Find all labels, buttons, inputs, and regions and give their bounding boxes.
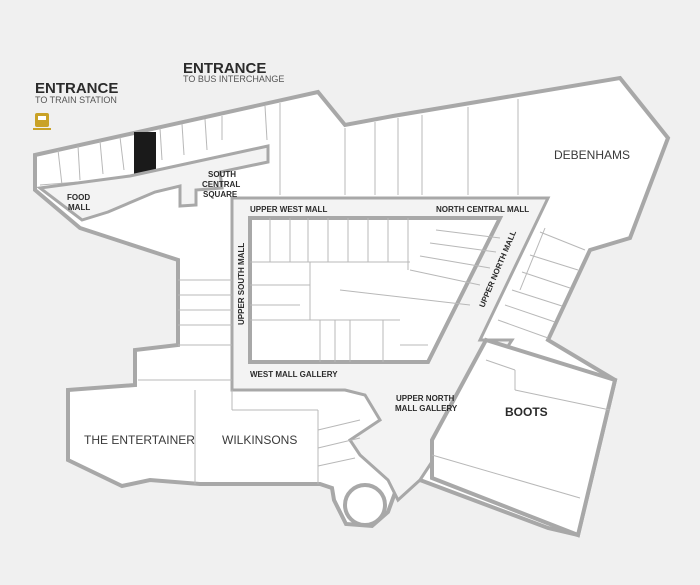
north-units [39, 99, 519, 195]
rotunda [343, 483, 387, 527]
west-mall-gallery-label: WEST MALL GALLERY [250, 370, 338, 379]
boots-block [430, 337, 618, 538]
food-mall-corridor [36, 144, 270, 222]
boots-label[interactable]: BOOTS [505, 405, 548, 419]
highlighted-unit[interactable] [134, 132, 156, 174]
upper-south-mall-label: UPPER SOUTH MALL [237, 243, 246, 325]
north-central-mall-label: NORTH CENTRAL MALL [436, 205, 529, 214]
food-mall-label-1: FOOD [67, 193, 90, 202]
train-entrance-title: ENTRANCE [35, 80, 118, 97]
upper-west-mall-label: UPPER WEST MALL [250, 205, 327, 214]
food-mall-label-2: MALL [68, 203, 90, 212]
southwest-units [138, 279, 361, 484]
train-icon [33, 113, 51, 130]
central-units [250, 218, 501, 362]
upper-north-mall-gallery-label-1: UPPER NORTH [396, 394, 454, 403]
boots-units [431, 359, 611, 499]
east-units [497, 227, 586, 339]
south-central-square-label-1: SOUTH [208, 170, 236, 179]
train-entrance-subtitle: TO TRAIN STATION [35, 95, 117, 105]
bus-entrance-subtitle: TO BUS INTERCHANGE [183, 74, 284, 84]
debenhams-label[interactable]: DEBENHAMS [554, 148, 630, 162]
upper-north-mall-gallery-label-2: MALL GALLERY [395, 404, 458, 413]
south-central-square-label-2: CENTRAL [202, 180, 240, 189]
wilkinsons-label[interactable]: WILKINSONS [222, 433, 297, 447]
south-central-square-label-3: SQUARE [203, 190, 238, 199]
bus-entrance-title: ENTRANCE [183, 60, 266, 77]
entertainer-label[interactable]: THE ENTERTAINER [84, 433, 195, 447]
central-block [248, 216, 504, 364]
